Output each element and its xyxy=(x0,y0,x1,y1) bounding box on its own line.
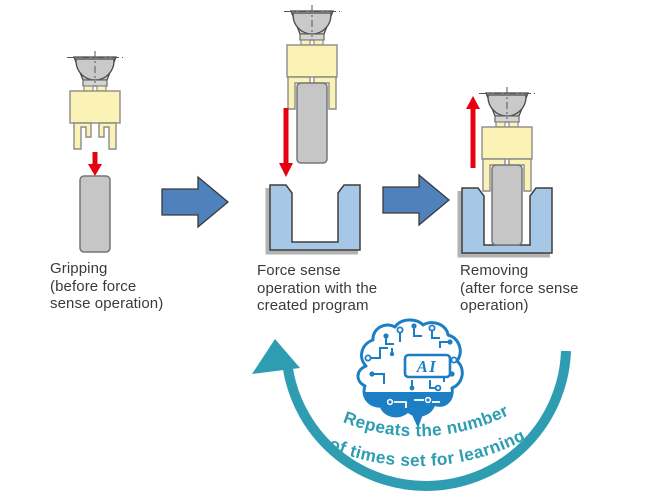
stage3-move-up-arrow xyxy=(466,96,480,168)
flow-arrow-1-icon xyxy=(161,175,230,229)
flow-arrow-2-icon xyxy=(382,173,451,227)
stage1-gripper-icon xyxy=(67,51,123,150)
stage3-caption: Removing (after force sense operation) xyxy=(460,262,579,314)
stage3-workpiece xyxy=(491,164,523,246)
stage2-caption: Force sense operation with the created p… xyxy=(257,262,378,314)
stage1-move-down-arrow xyxy=(88,152,102,176)
ai-brain-icon: AI xyxy=(356,318,464,428)
stage3-gripper-icon xyxy=(479,87,535,246)
stage2-move-down-arrow xyxy=(279,108,293,177)
ai-badge-label: AI xyxy=(416,357,437,376)
ai-badge-box xyxy=(403,353,452,379)
stage1-workpiece xyxy=(79,175,111,253)
stage2-gripper-icon xyxy=(284,5,340,164)
circuit-nodes xyxy=(364,323,458,392)
stage2-workpiece xyxy=(296,82,328,164)
stage1-caption: Gripping (before force sense operation) xyxy=(50,260,164,312)
stage3-fixture xyxy=(457,187,553,258)
repeat-loop-arrow-icon xyxy=(252,339,571,491)
stage2-fixture xyxy=(265,184,361,255)
